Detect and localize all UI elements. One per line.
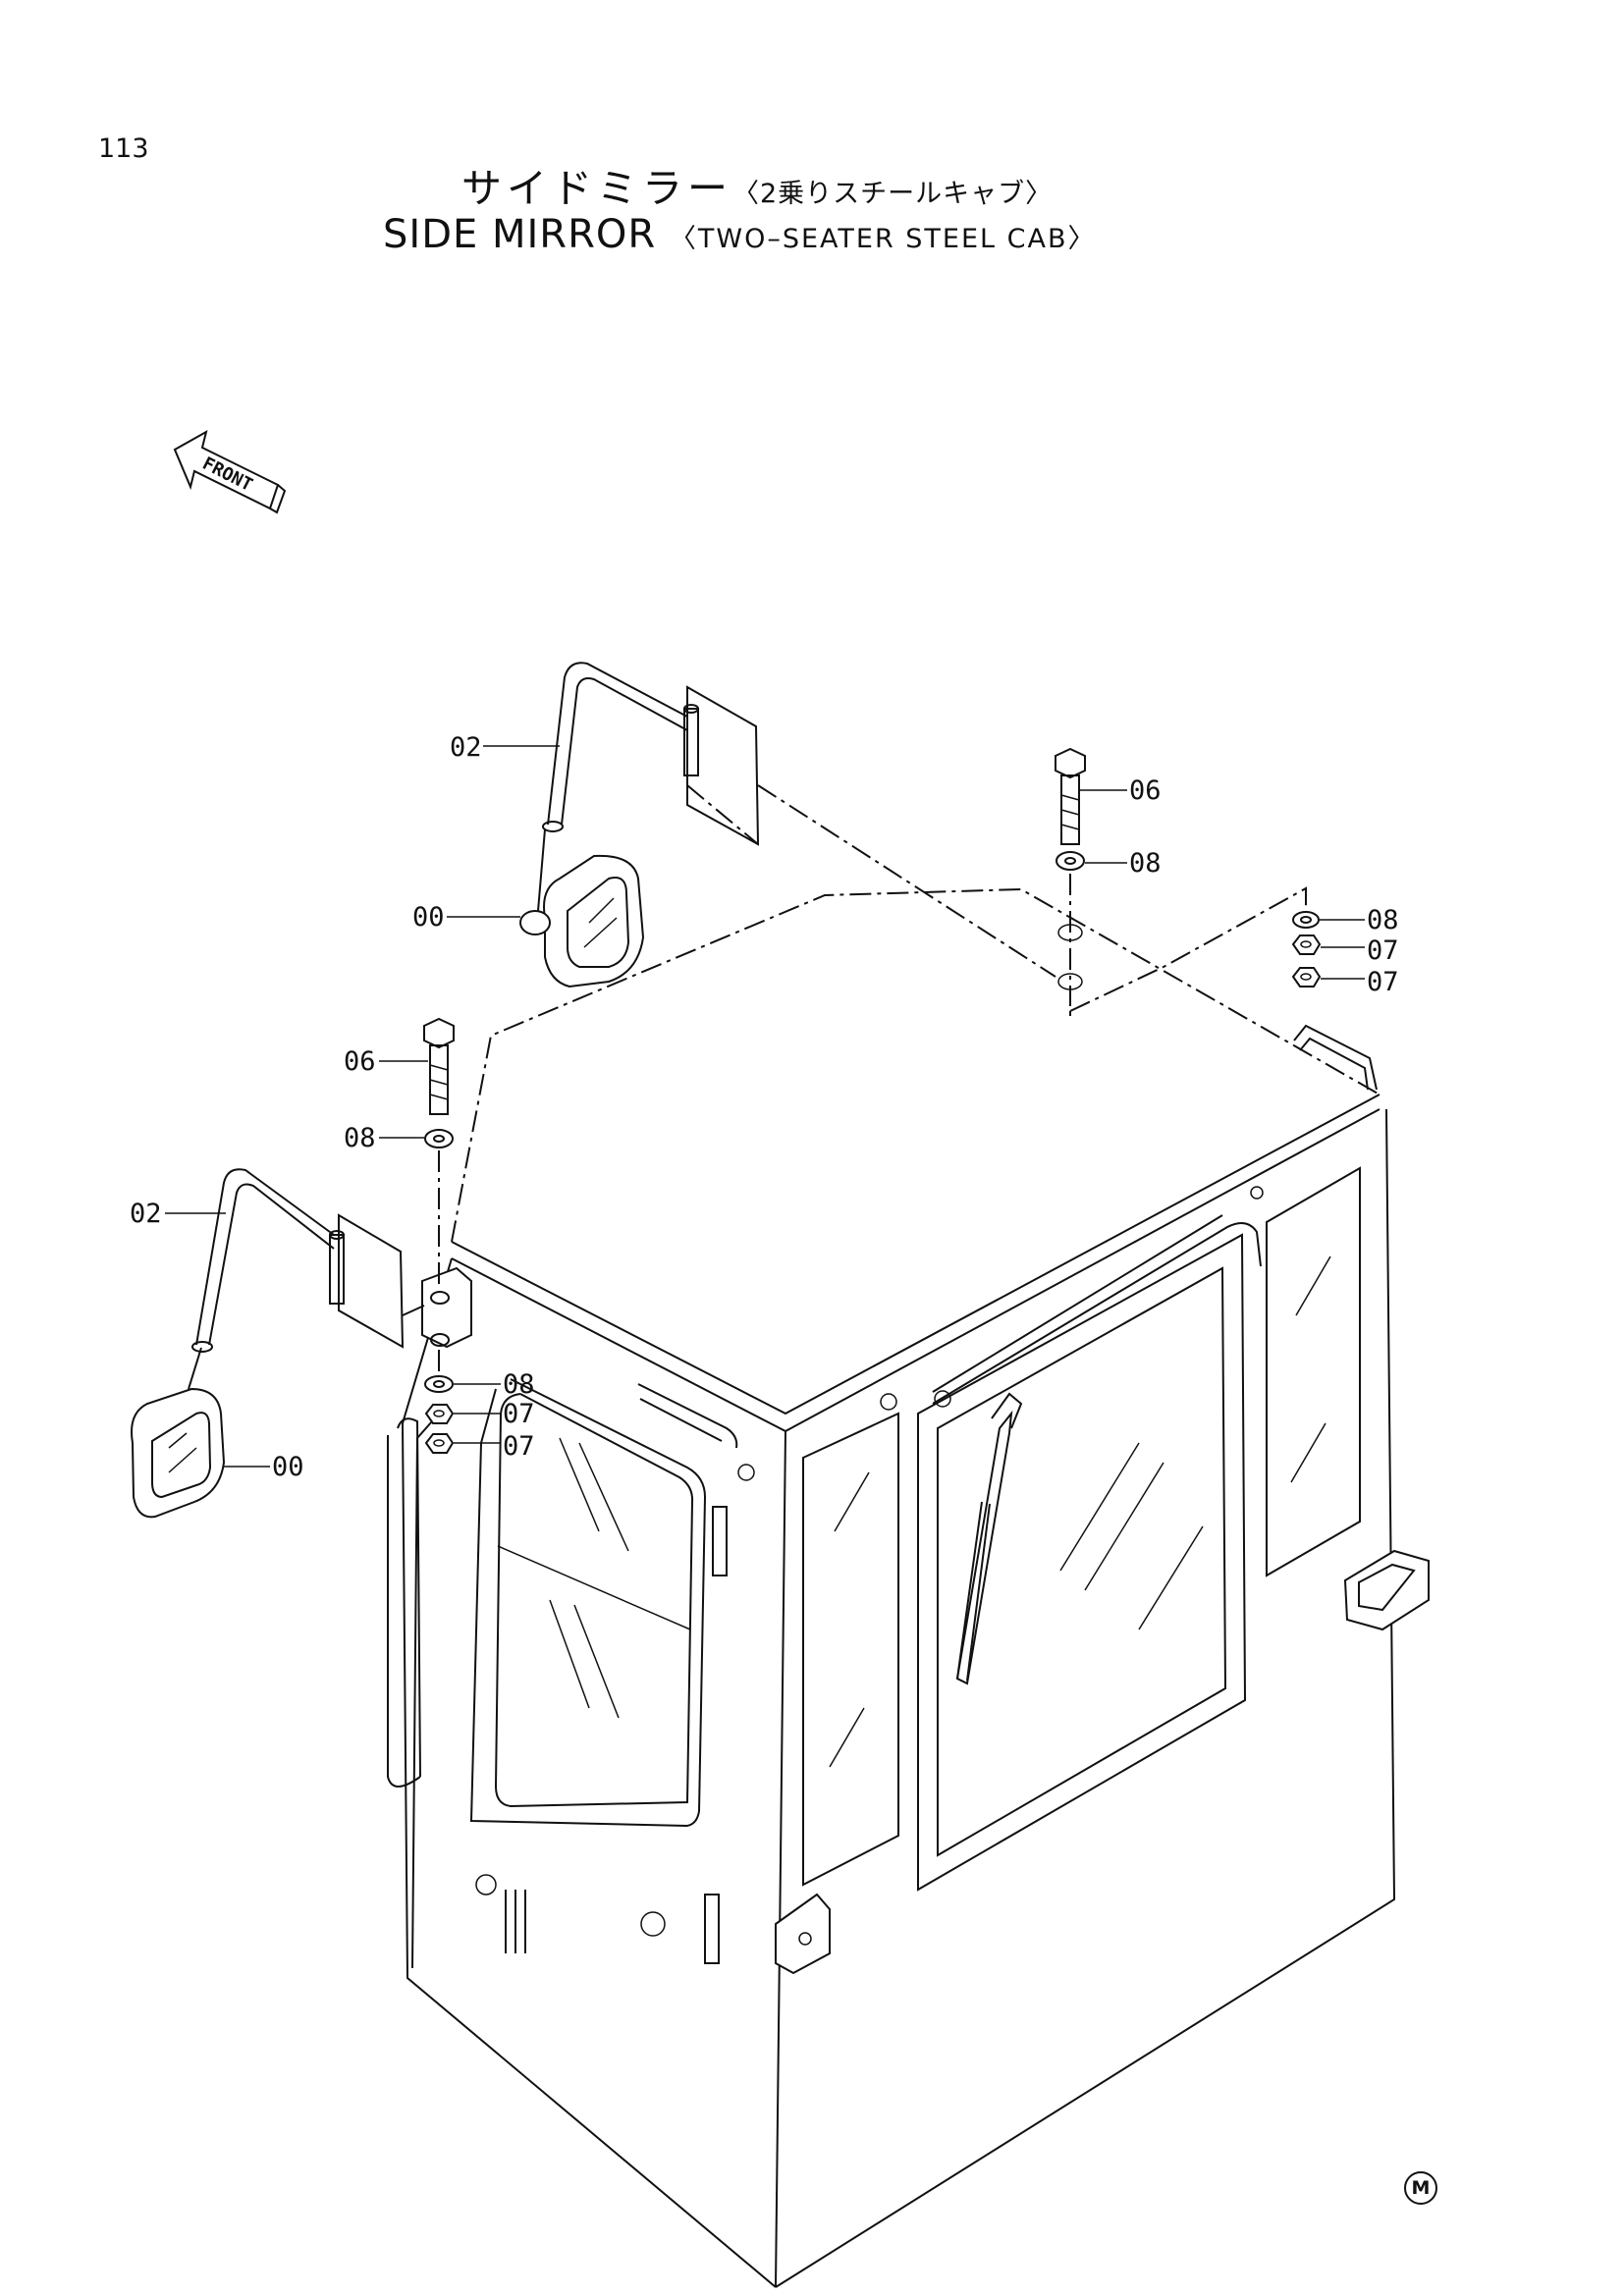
callout-upper-washer: 08	[1129, 848, 1162, 879]
title-jp-main: サイドミラー	[461, 165, 732, 212]
callout-left-mirror: 00	[272, 1452, 304, 1482]
page-number: 113	[98, 133, 149, 164]
page-title-english: SIDE MIRROR 〈TWO–SEATER STEEL CAB〉	[383, 212, 1097, 257]
upper-hardware	[1055, 747, 1307, 1016]
callouts: 02 00 06 08 08 07 07 06 08 02 08 07	[130, 732, 1399, 1482]
m-mark-icon: M	[1404, 2171, 1437, 2205]
callout-left-nut-1: 07	[503, 1399, 535, 1429]
callout-left-washer-top: 08	[344, 1123, 376, 1153]
callout-right-washer: 08	[1367, 905, 1399, 935]
page-title-japanese: サイドミラー〈2乗りスチールキャブ〉	[461, 155, 1053, 214]
front-arrow-icon: FRONT	[173, 429, 287, 514]
left-mirror-assembly	[131, 1168, 472, 1519]
callout-left-nut-2: 07	[503, 1431, 535, 1462]
callout-right-nut-1: 07	[1367, 935, 1399, 966]
callout-right-nut-2: 07	[1367, 967, 1399, 997]
left-hardware	[423, 1017, 455, 1454]
right-hardware	[1291, 911, 1322, 988]
cab-body	[387, 887, 1430, 2288]
callout-left-mirror-arm: 02	[130, 1199, 162, 1229]
title-jp-sub: 〈2乗りスチールキャブ〉	[732, 179, 1054, 209]
callout-upper-bolt: 06	[1129, 775, 1162, 806]
callout-left-washer-bottom: 08	[503, 1369, 535, 1400]
upper-mirror-assembly	[519, 662, 1056, 988]
title-en-sub: 〈TWO–SEATER STEEL CAB〉	[669, 224, 1097, 254]
title-en-main: SIDE MIRROR	[383, 212, 657, 257]
callout-upper-mirror: 00	[412, 902, 445, 933]
callout-left-bolt: 06	[344, 1046, 376, 1077]
callout-upper-mirror-arm: 02	[450, 732, 482, 763]
